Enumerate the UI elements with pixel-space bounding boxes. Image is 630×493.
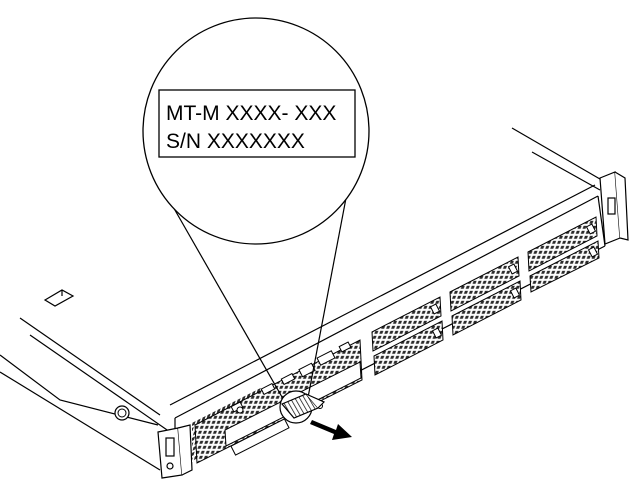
right-rack-ear <box>599 171 629 245</box>
drive-bay-6 <box>529 240 600 293</box>
drive-bay-4 <box>451 280 522 336</box>
drive-bay-2 <box>373 320 444 376</box>
drive-bays <box>371 216 600 376</box>
left-rack-ear <box>157 424 193 479</box>
drive-bay-5 <box>527 216 598 272</box>
serial-number-text: S/N XXXXXXX <box>166 130 305 153</box>
side-thumbscrew <box>114 405 130 421</box>
serial-label-box: MT-M XXXX- XXX S/N XXXXXXX <box>158 89 356 158</box>
pull-out-arrow-icon <box>310 420 352 440</box>
rear-handle <box>43 289 75 307</box>
machine-type-text: MT-M XXXX- XXX <box>166 102 336 125</box>
drive-bay-1 <box>371 296 442 352</box>
drive-bay-3 <box>449 256 520 312</box>
front-vent-left-frame <box>194 339 363 464</box>
